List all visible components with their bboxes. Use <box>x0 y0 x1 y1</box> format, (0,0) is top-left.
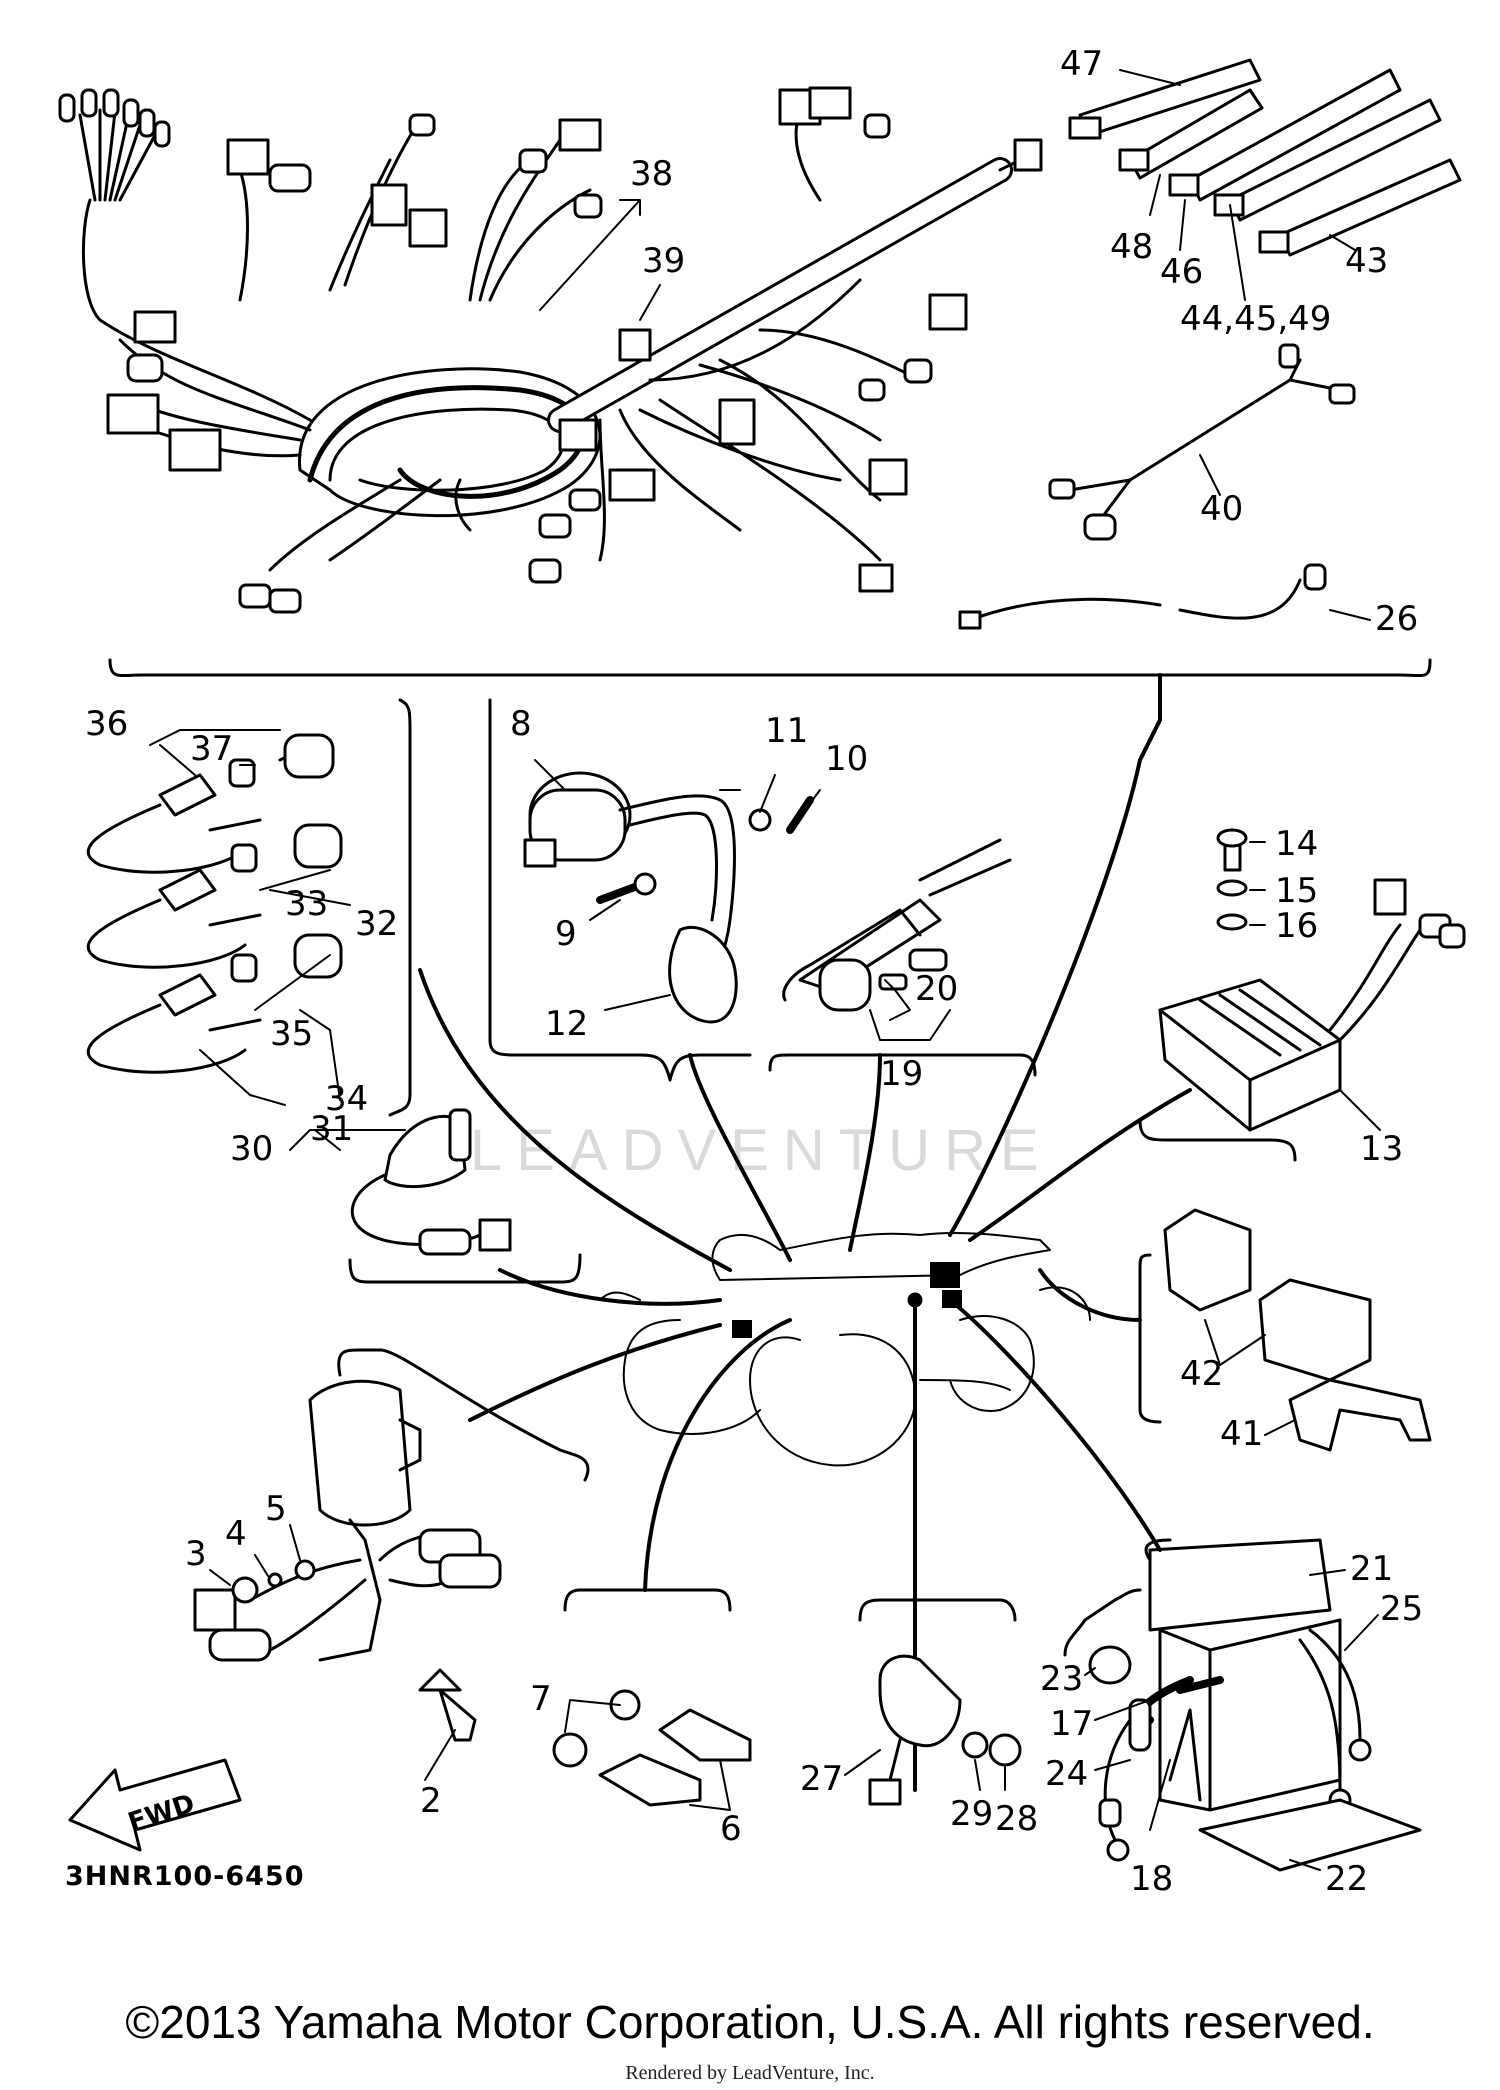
callout-29: 29 <box>950 1794 993 1834</box>
callout-47: 47 <box>1060 44 1103 84</box>
fwd-arrow: FWD <box>68 1758 242 1852</box>
callout-30: 30 <box>230 1129 273 1169</box>
callout-33: 33 <box>285 884 328 924</box>
callout-39: 39 <box>642 241 685 281</box>
cable-ties <box>1068 58 1462 257</box>
callout-32: 32 <box>355 904 398 944</box>
callout-38: 38 <box>630 154 673 194</box>
lead-26 <box>958 563 1327 630</box>
callout-13: 13 <box>1360 1129 1403 1169</box>
rendered-by-notice: Rendered by LeadVenture, Inc. <box>625 2062 875 2084</box>
coupler-covers <box>1138 1208 1432 1452</box>
switch-leads <box>86 698 412 1117</box>
callout-41: 41 <box>1220 1414 1263 1454</box>
callout-24: 24 <box>1045 1754 1088 1794</box>
neutral-switch-group <box>348 1108 582 1284</box>
callout-26: 26 <box>1375 599 1418 639</box>
callout-48: 48 <box>1110 227 1153 267</box>
callout-35: 35 <box>270 1014 313 1054</box>
callout-6: 6 <box>720 1809 742 1849</box>
callout-11: 11 <box>765 711 808 751</box>
callout-19: 19 <box>880 1054 923 1094</box>
callout-37: 37 <box>190 729 233 769</box>
callout-16: 16 <box>1275 906 1318 946</box>
callout-31: 31 <box>310 1109 353 1149</box>
callout-44-45-49: 44,45,49 <box>1180 299 1331 339</box>
callout-42: 42 <box>1180 1354 1223 1394</box>
leadventure-watermark: LEADVENTURE <box>470 1118 1053 1183</box>
horn-group <box>193 1348 590 1742</box>
callout-5: 5 <box>265 1489 287 1529</box>
callout-40: 40 <box>1200 489 1243 529</box>
callouts: 47 48 46 43 44,45,49 38 39 40 26 36 37 3… <box>85 44 1423 1899</box>
callout-14: 14 <box>1275 824 1318 864</box>
part-code: 3HNR100-6450 <box>65 1861 304 1892</box>
sub-lead-40 <box>1048 343 1356 541</box>
callout-34: 34 <box>325 1079 368 1119</box>
starter-relay-group <box>768 838 1037 1077</box>
callout-10: 10 <box>825 739 868 779</box>
fitting-group <box>552 1588 752 1807</box>
callout-36: 36 <box>85 704 128 744</box>
callout-43: 43 <box>1345 241 1388 281</box>
callout-17: 17 <box>1050 1704 1093 1744</box>
callout-8: 8 <box>510 704 532 744</box>
callout-22: 22 <box>1325 1859 1368 1899</box>
callout-25: 25 <box>1380 1589 1423 1629</box>
copyright-notice: ©2013 Yamaha Motor Corporation, U.S.A. A… <box>125 1996 1375 2048</box>
battery-group <box>1063 1538 1422 1872</box>
callout-7: 7 <box>530 1679 552 1719</box>
callout-4: 4 <box>225 1514 247 1554</box>
callout-12: 12 <box>545 1004 588 1044</box>
callout-3: 3 <box>185 1534 207 1574</box>
callout-20: 20 <box>915 969 958 1009</box>
vehicle-outline <box>599 1231 1091 1467</box>
callout-23: 23 <box>1040 1659 1083 1699</box>
callout-18: 18 <box>1130 1859 1173 1899</box>
ignition-coil-group <box>488 698 814 1082</box>
callout-2: 2 <box>420 1781 442 1821</box>
wire-harness <box>58 86 1043 614</box>
callout-27: 27 <box>800 1759 843 1799</box>
callout-15: 15 <box>1275 871 1318 911</box>
callout-46: 46 <box>1160 252 1203 292</box>
callout-21: 21 <box>1350 1549 1393 1589</box>
fuse-box-group <box>858 1598 1022 1806</box>
rectifier-regulator-group <box>1138 828 1466 1162</box>
callout-28: 28 <box>995 1799 1038 1839</box>
callout-9: 9 <box>555 914 577 954</box>
